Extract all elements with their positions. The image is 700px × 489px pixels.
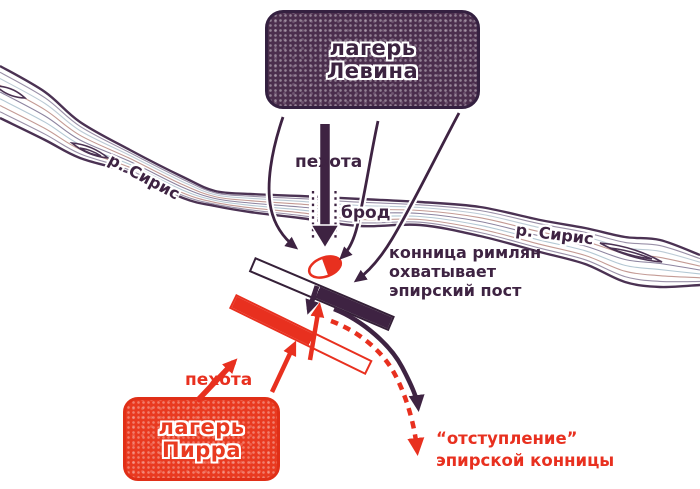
infantry-label-south: пехота [185,370,253,390]
infantry-label-north: пехота [295,152,363,172]
roman-advance-arrow-middle [339,120,380,260]
note-line: охватывает [389,262,497,281]
roman-infantry-arrowhead [309,224,341,250]
retreat-note: “отступление” эпирской конницы [436,428,614,472]
roman-cavalry-note: конница римлян охватывает эпирский пост [389,243,541,300]
epirote-post-marker [307,255,343,279]
note-line: “отступление” [436,429,578,448]
pyrrhus-camp-label: лагерь Пирра [126,400,277,478]
camp-label-line: Левина [326,58,419,83]
note-line: конница римлян [389,243,542,262]
epirote-infantry-arrow-2 [269,340,297,393]
roman-pursuit-arrow [333,306,425,412]
epirote-infantry-arrow-1 [195,358,238,403]
laevinus-camp: лагерь Левина [265,10,480,109]
river-island [79,147,102,157]
laevinus-camp-label: лагерь Левина [268,13,477,106]
epirote-infantry-arrow-3 [307,302,325,361]
river-island [609,247,653,260]
note-line: эпирской конницы [436,451,615,470]
roman-advance-arrow-left [267,116,299,250]
ford-label: брод [341,203,391,223]
camp-label-line: лагерь [158,415,245,439]
arrow-casing [265,115,298,250]
river-island [0,85,28,99]
roman-attack-arrow [305,285,320,315]
epirote-cavalry-retreat-arrow [330,318,425,456]
camp-label-line: лагерь [329,35,416,60]
note-line: эпирский пост [389,281,522,300]
roman-cavalry-envelop-arrow [353,112,461,283]
camp-label-line: Пирра [161,438,242,462]
pyrrhus-camp: лагерь Пирра [123,397,280,481]
